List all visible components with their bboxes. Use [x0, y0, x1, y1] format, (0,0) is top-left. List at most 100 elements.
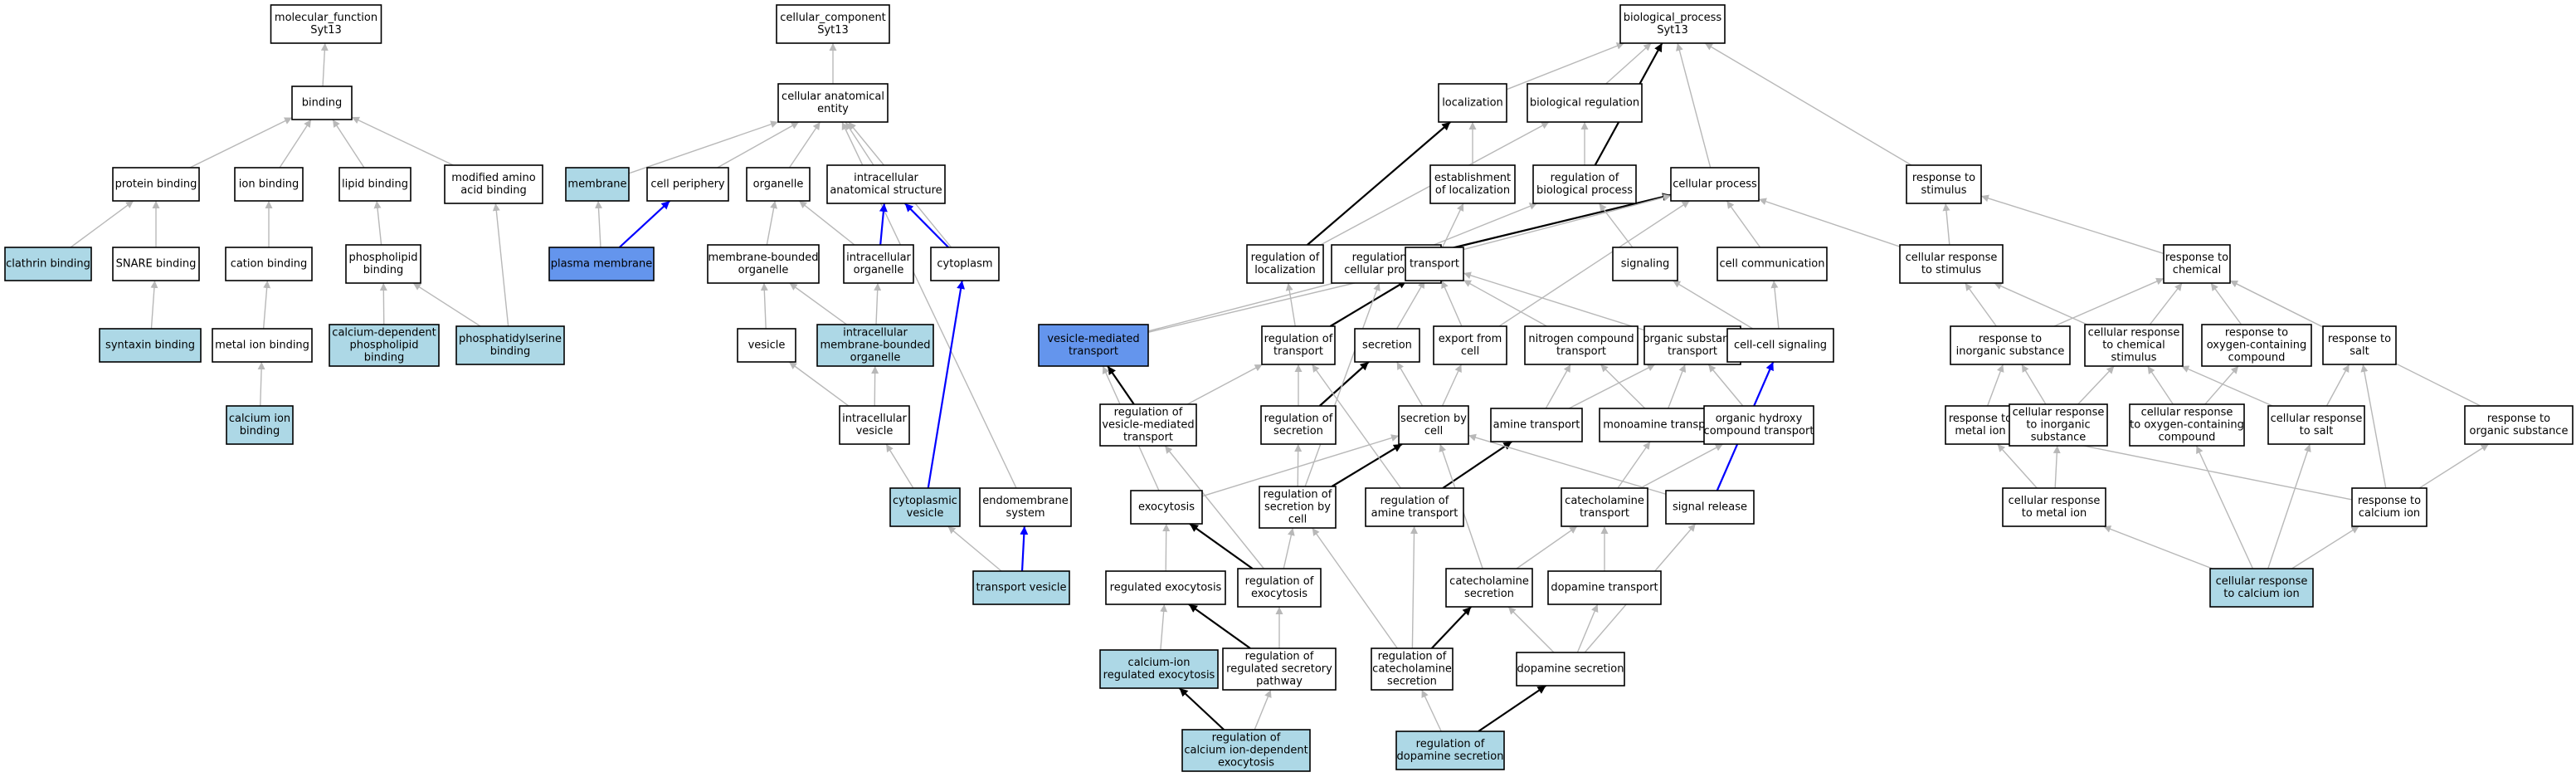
- node-label-line: organelle: [854, 264, 904, 276]
- node-protein-binding[interactable]: protein binding: [112, 167, 200, 202]
- node-clathrin-binding[interactable]: clathrin binding: [4, 247, 92, 281]
- node-label-line: cell periphery: [650, 178, 725, 191]
- node-monoamine-transport[interactable]: monoamine transport: [1599, 408, 1725, 442]
- node-plasma-membrane[interactable]: plasma membrane: [548, 247, 655, 281]
- node-signaling[interactable]: signaling: [1612, 247, 1678, 281]
- node-cell-comm[interactable]: cell communication: [1717, 247, 1828, 281]
- node-cation-binding[interactable]: cation binding: [225, 247, 313, 281]
- node-cytoplasm[interactable]: cytoplasm: [930, 247, 1000, 281]
- node-syntaxin-binding[interactable]: syntaxin binding: [99, 328, 202, 363]
- node-vesicle[interactable]: vesicle: [737, 328, 796, 363]
- node-signal-release[interactable]: signal release: [1665, 490, 1755, 525]
- node-cell-proc[interactable]: cellular process: [1670, 167, 1760, 202]
- edge-resp_inorg-to-resp_chem: [2053, 277, 2165, 327]
- node-transport[interactable]: transport: [1405, 247, 1464, 281]
- node-membrane[interactable]: membrane: [565, 167, 630, 202]
- node-metal-ion-binding[interactable]: metal ion binding: [212, 328, 313, 363]
- node-cc-signaling[interactable]: cell-cell signaling: [1726, 328, 1834, 363]
- node-box: [1490, 408, 1583, 442]
- node-cell-periphery[interactable]: cell periphery: [646, 167, 729, 202]
- node-dop-transport[interactable]: dopamine transport: [1547, 570, 1662, 605]
- node-label-line: transport: [1273, 345, 1323, 358]
- node-transport-vesicle[interactable]: transport vesicle: [972, 570, 1070, 605]
- node-secretion[interactable]: secretion: [1354, 328, 1420, 363]
- edge-cell_resp_chem-to-resp_chem: [2149, 282, 2183, 325]
- node-lipid-binding[interactable]: lipid binding: [338, 167, 411, 202]
- node-reg-exo[interactable]: regulated exocytosis: [1105, 570, 1226, 605]
- node-exocytosis[interactable]: exocytosis: [1130, 490, 1203, 525]
- node-bio-reg[interactable]: biological regulation: [1527, 83, 1643, 123]
- node-box: [345, 244, 421, 284]
- node-amine-transport[interactable]: amine transport: [1490, 408, 1583, 442]
- node-box: [1899, 244, 2004, 284]
- node-box: [1945, 405, 2016, 445]
- node-snare-binding[interactable]: SNARE binding: [112, 247, 200, 281]
- node-label-line: cell-cell signaling: [1734, 340, 1827, 352]
- node-dop-secretion[interactable]: dopamine secretion: [1516, 652, 1625, 687]
- edge-cell_resp_metal-to-cell_resp_inorg: [2053, 445, 2061, 489]
- edge-reg_ca_dep_exo-to-ca_reg_exo: [1178, 687, 1225, 731]
- node-box: [1561, 487, 1648, 527]
- edge-reg_loc-to-localization: [1307, 121, 1451, 246]
- node-organelle[interactable]: organelle: [746, 167, 811, 202]
- node-box: [225, 247, 313, 281]
- node-ion-binding[interactable]: ion binding: [234, 167, 304, 202]
- node-label-line: cell communication: [1719, 258, 1824, 271]
- node-binding[interactable]: binding: [291, 86, 353, 120]
- node-localization[interactable]: localization: [1438, 83, 1507, 123]
